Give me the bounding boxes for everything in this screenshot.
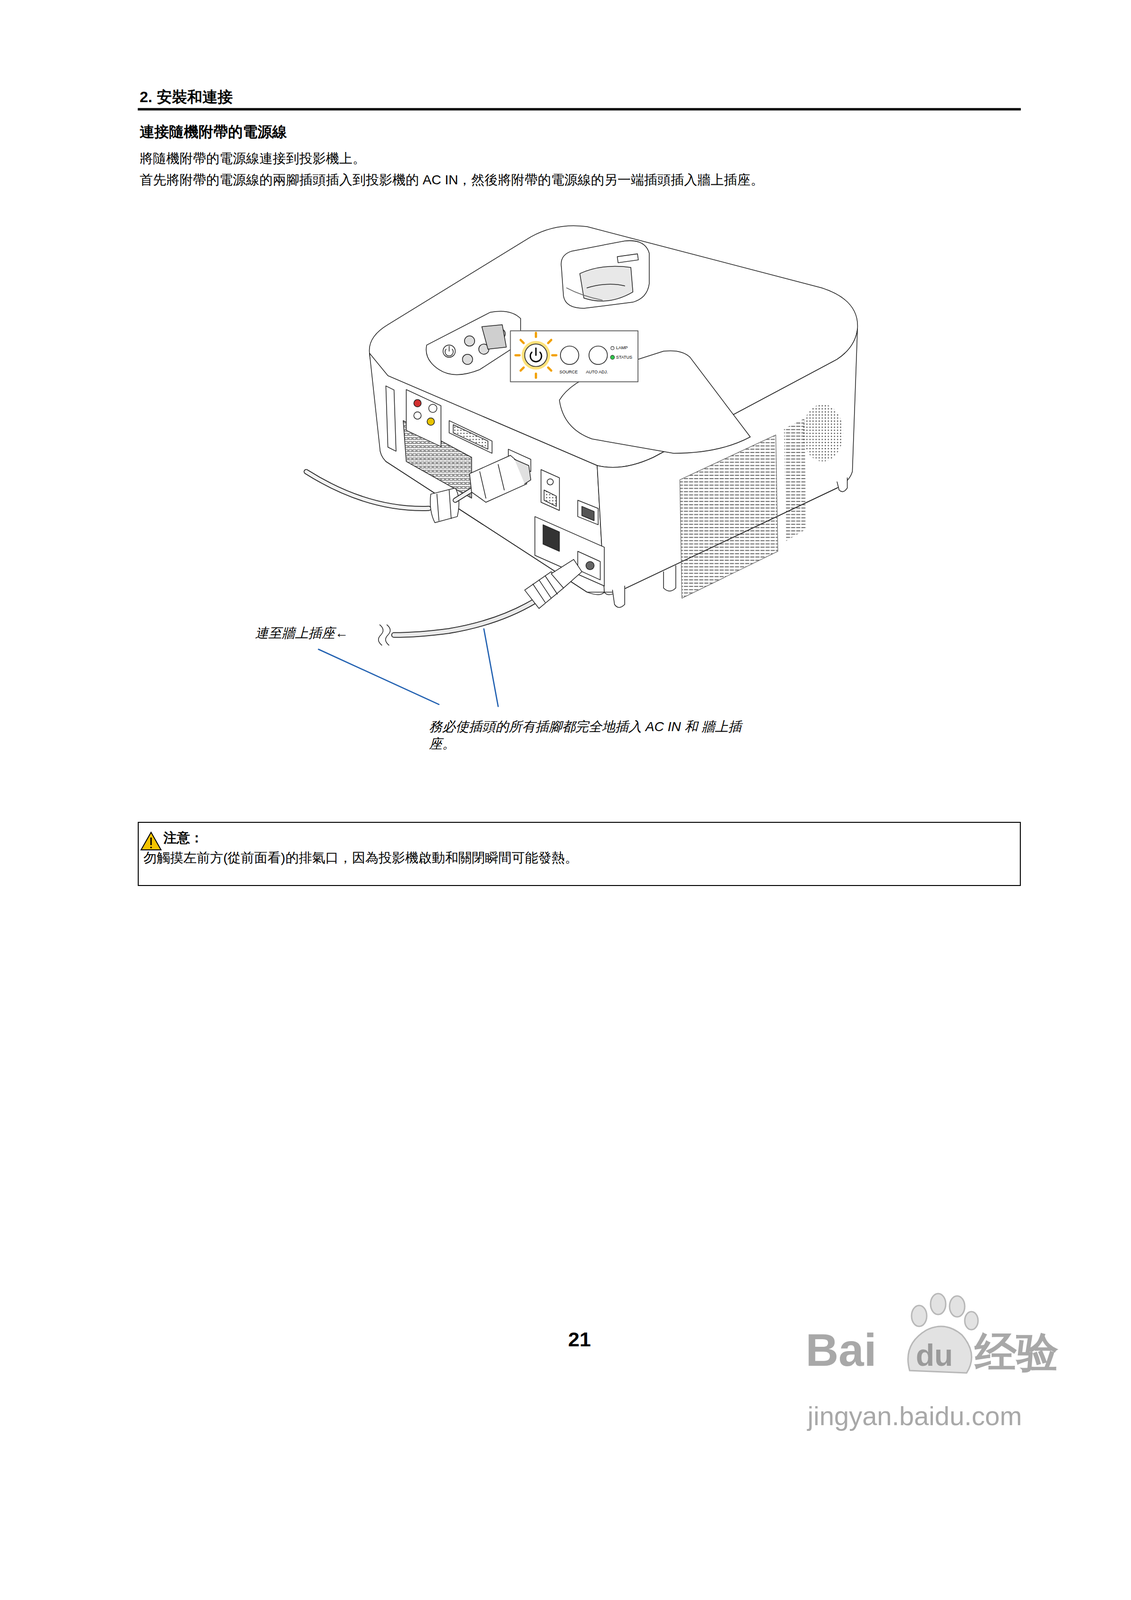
caution-text: 勿觸摸左前方(從前面看)的排氣口，因為投影機啟動和關閉瞬間可能發熱。 <box>143 849 1016 867</box>
indicator-label: STATUS <box>616 354 633 361</box>
caution-heading: 注意： <box>163 829 1016 847</box>
subheading: 連接隨機附帶的電源線 <box>139 122 287 142</box>
warning-icon <box>141 832 162 850</box>
callout-text: 連至牆上插座← <box>255 624 349 642</box>
button-label: AUTO ADJ. <box>586 369 609 376</box>
watermark: jingyan.baidu.com <box>807 1398 1022 1434</box>
page-number: 21 <box>568 1326 591 1353</box>
section-title: 2. 安裝和連接 <box>139 87 233 108</box>
projector-drawing <box>306 225 858 707</box>
body-text: 將隨機附帶的電源線連接到投影機上。 <box>139 150 366 168</box>
watermark: Bai <box>805 1320 877 1380</box>
watermark: 经验 <box>974 1325 1059 1380</box>
watermark: du <box>915 1335 953 1376</box>
header-rule <box>137 108 1021 111</box>
body-text: 首先將附帶的電源線的兩腳插頭插入到投影機的 AC IN，然後將附帶的電源線的另一… <box>139 171 764 189</box>
button-label: SOURCE <box>559 369 579 376</box>
caution-box: 注意： 勿觸摸左前方(從前面看)的排氣口，因為投影機啟動和關閉瞬間可能發熱。 <box>137 821 1021 886</box>
callout-text: 務必使插頭的所有插腳都完全地插入 AC IN 和 牆上插座。 <box>428 718 762 753</box>
indicator-label: LAMP <box>616 345 628 352</box>
